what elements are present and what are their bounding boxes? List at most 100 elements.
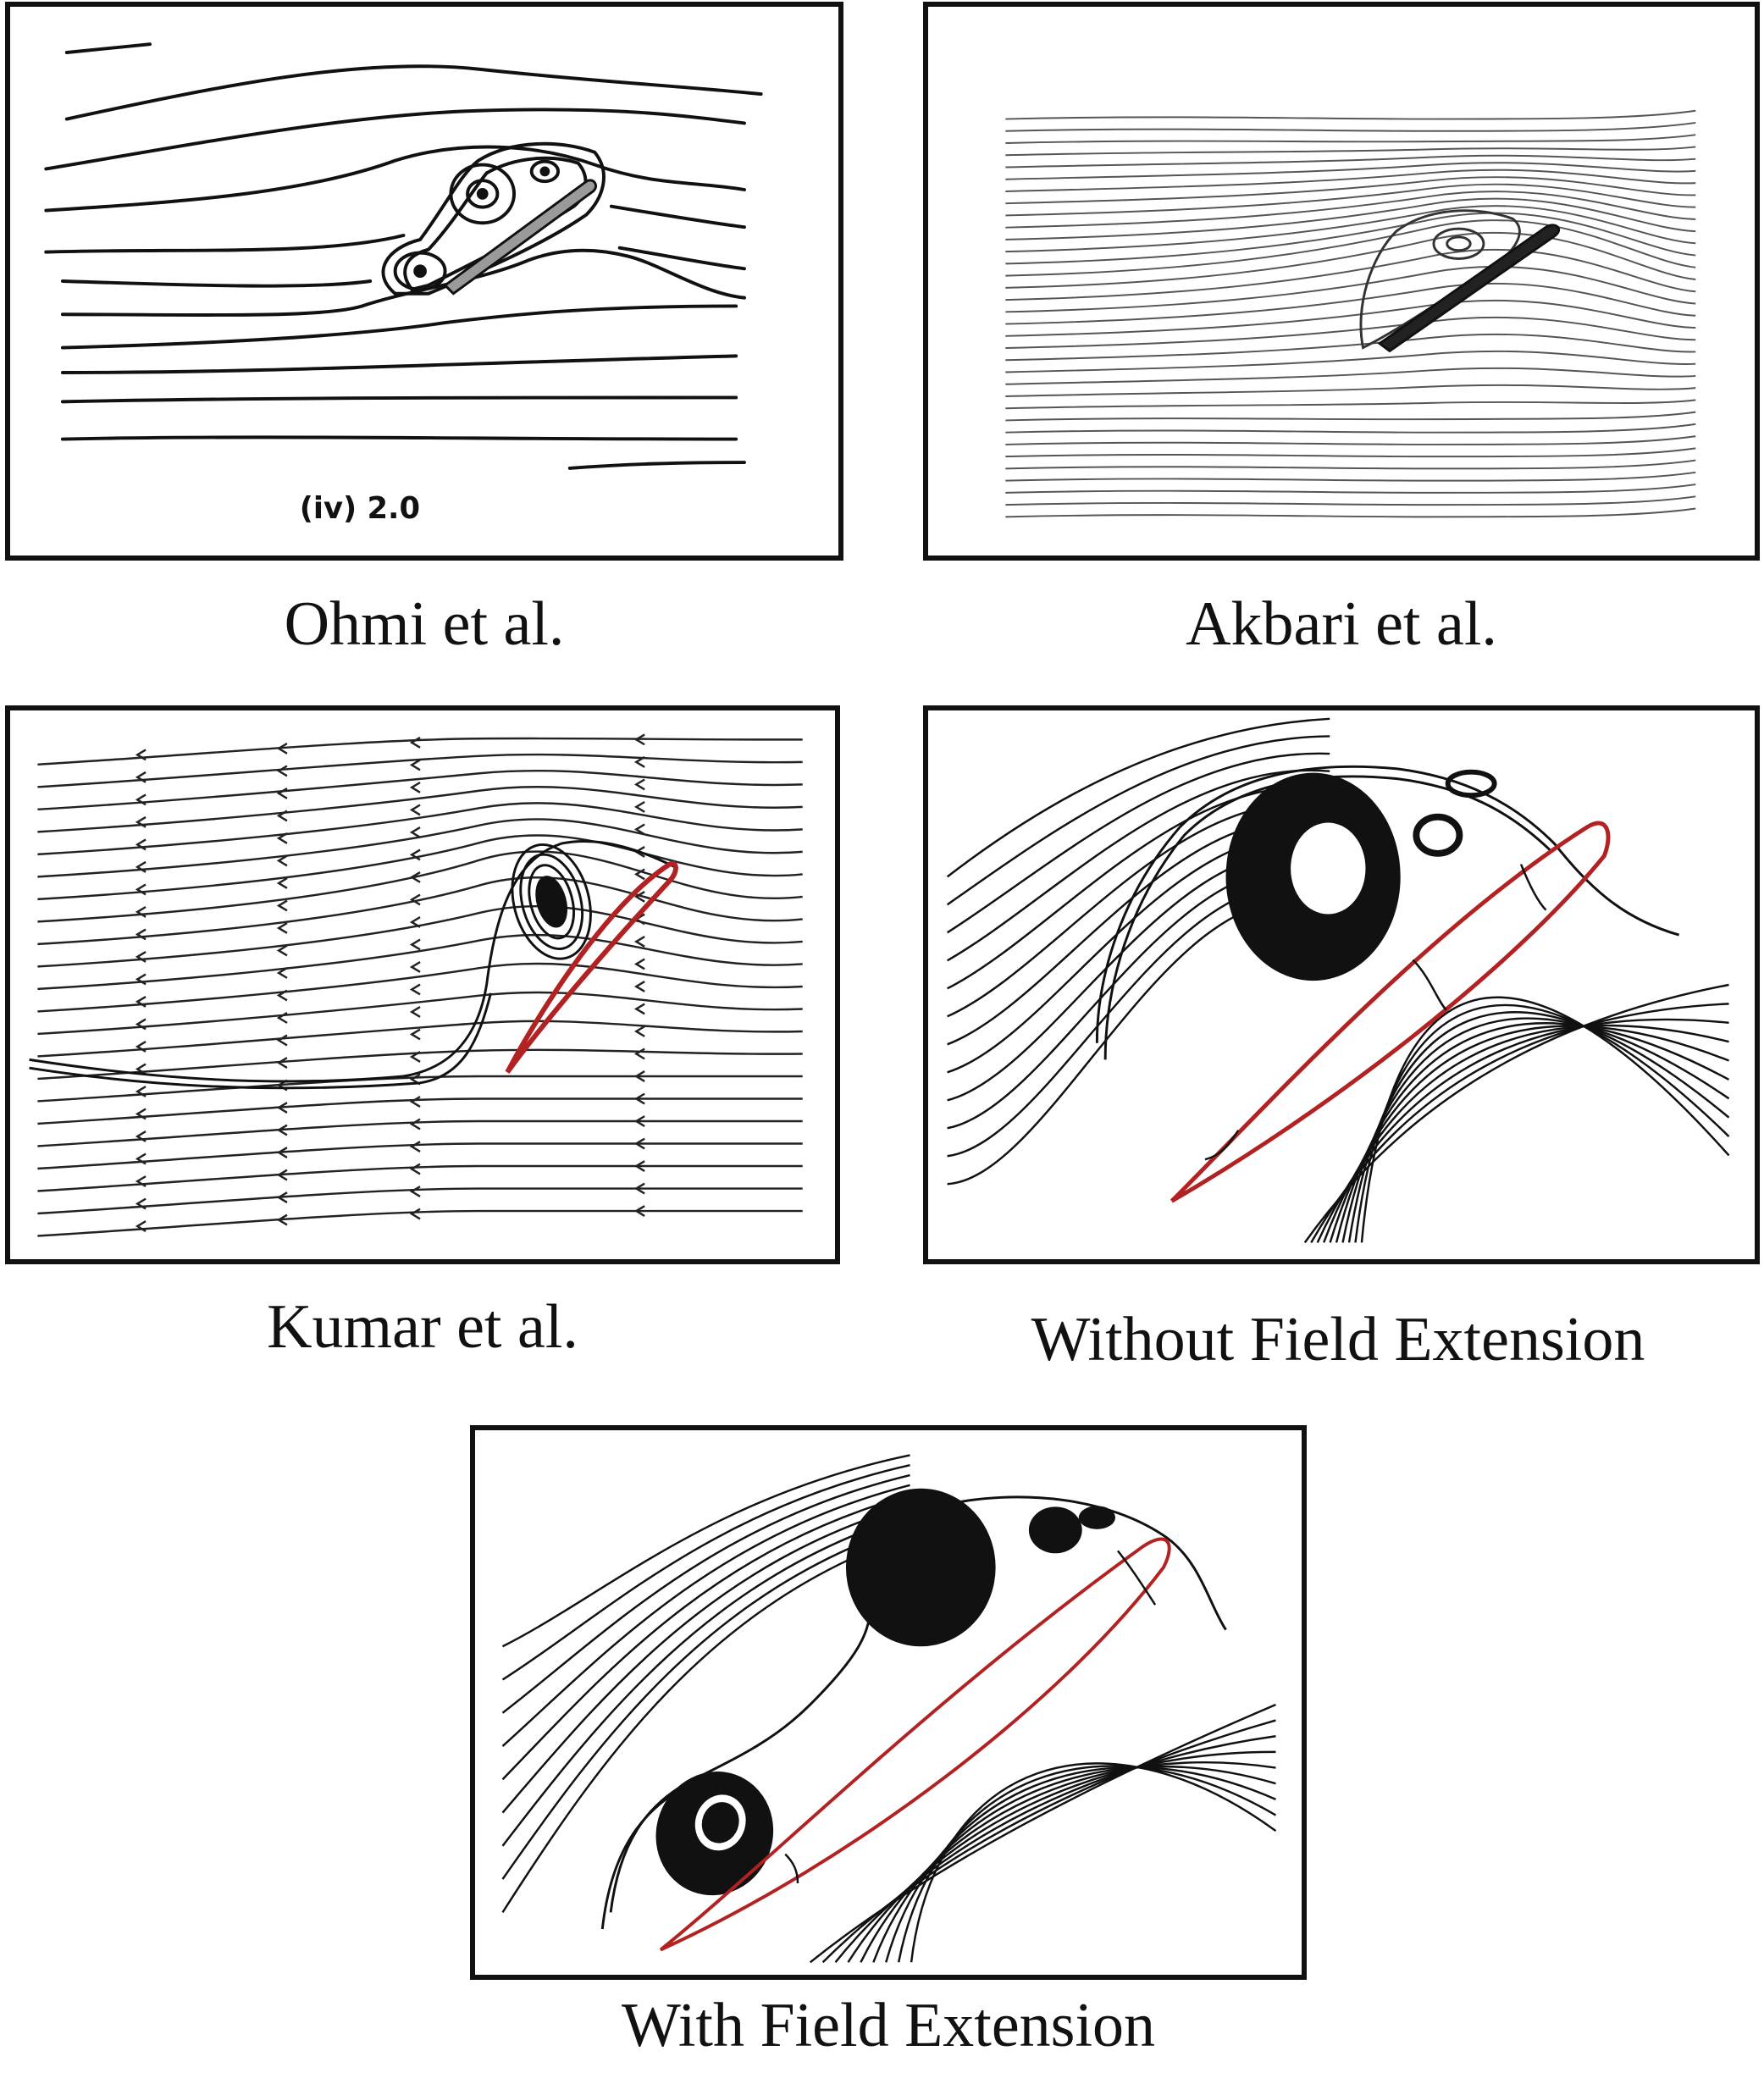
akbari-streamline (1005, 447, 1696, 458)
kumar-arrow (633, 1160, 645, 1172)
kumar-arrow (633, 890, 645, 903)
without-streamline (1303, 983, 1729, 1244)
kumar-streamline (37, 753, 803, 788)
kumar-arrow (276, 989, 288, 1002)
kumar-arrow (633, 778, 645, 791)
kumar-arrow (135, 973, 147, 986)
akbari-streamline (1005, 411, 1696, 422)
without-streamline (946, 752, 1330, 934)
kumar-arrow (276, 967, 288, 979)
akbari-streamline (1005, 299, 1696, 337)
akbari-streamline (1005, 367, 1696, 385)
kumar-arrow (135, 793, 147, 806)
kumar-arrow (409, 759, 421, 771)
kumar-arrow (135, 1175, 147, 1187)
kumar-arrow (135, 928, 147, 941)
kumar-arrow (276, 1147, 288, 1158)
kumar-arrow (135, 1220, 147, 1232)
kumar-arrow (276, 1057, 288, 1069)
kumar-arrow (276, 922, 288, 934)
kumar-arrow (633, 1048, 645, 1060)
kumar-arrow (135, 860, 147, 873)
kumar-arrow (633, 958, 645, 970)
with-streamline (501, 1534, 910, 1914)
kumar-arrow (409, 826, 421, 838)
kumar-arrow (276, 1102, 288, 1114)
akbari-streamline (1005, 154, 1696, 169)
akbari-streamline (1005, 212, 1696, 265)
akbari-streamline (1005, 495, 1696, 506)
kumar-arrow (135, 838, 147, 851)
kumar-streamline (37, 1119, 803, 1147)
without-streamline (1335, 1022, 1730, 1243)
kumar-arrow (135, 1041, 147, 1053)
kumar-arrow (409, 961, 421, 973)
caption-kumar: Kumar et al. (267, 1292, 578, 1362)
kumar-arrow (633, 733, 645, 746)
kumar-streamline (37, 876, 803, 946)
kumar-arrow (135, 883, 147, 896)
kumar-streamline (37, 1209, 803, 1237)
akbari-streamline (1005, 484, 1696, 494)
kumar-arrow (276, 876, 288, 889)
kumar-streamline-diagram (29, 733, 803, 1237)
panel-kumar (5, 705, 840, 1264)
kumar-arrow (276, 854, 288, 867)
without-streamline (1329, 1025, 1729, 1243)
kumar-arrow (135, 771, 147, 783)
kumar-arrow (276, 1213, 288, 1226)
kumar-arrow (135, 905, 147, 918)
kumar-streamline (37, 991, 803, 1036)
kumar-arrow (135, 1197, 147, 1210)
kumar-arrow (276, 765, 288, 777)
kumar-arrow (276, 944, 288, 957)
panel-with-field-extension (470, 1425, 1307, 1980)
kumar-streamline (37, 786, 803, 833)
kumar-arrow (276, 899, 288, 912)
kumar-streamline (37, 962, 803, 1013)
akbari-streamline (1005, 384, 1696, 397)
kumar-arrow (276, 832, 288, 844)
kumar-arrow (633, 1070, 645, 1082)
kumar-arrow (409, 781, 421, 793)
caption-akbari: Akbari et al. (1186, 589, 1497, 659)
kumar-arrow (276, 1124, 288, 1136)
with-streamline (501, 1504, 910, 1814)
kumar-streamline (37, 850, 803, 923)
kumar-arrow (633, 823, 645, 836)
kumar-arrow (409, 804, 421, 816)
kumar-arrow (409, 1141, 421, 1153)
with-streamline (897, 1765, 1277, 1963)
without-streamline (947, 769, 1330, 962)
with-streamline (860, 1761, 1276, 1963)
akbari-streamline (1005, 350, 1696, 373)
akbari-streamline (1005, 459, 1696, 470)
kumar-arrow (409, 938, 421, 951)
kumar-arrow (276, 1191, 288, 1204)
kumar-arrow (633, 1003, 645, 1015)
akbari-streamline (1005, 197, 1696, 240)
with-streamline (501, 1473, 910, 1714)
with-streamline (885, 1766, 1276, 1963)
kumar-arrow (135, 995, 147, 1008)
with-streamline (910, 1762, 1277, 1963)
kumar-arrow (409, 736, 421, 749)
panel-without-field-extension (923, 705, 1760, 1264)
kumar-arrow (135, 1130, 147, 1142)
kumar-streamline (37, 1097, 803, 1125)
kumar-arrow (135, 1063, 147, 1075)
kumar-streamline (37, 1048, 803, 1081)
kumar-arrow (135, 950, 147, 963)
kumar-arrow (135, 1108, 147, 1120)
akbari-streamline (1005, 169, 1696, 192)
kumar-streamline (37, 1075, 803, 1103)
ohmi-streamline-diagram: (iv) 2.0 (44, 42, 763, 526)
kumar-arrow (409, 1186, 421, 1197)
akbari-streamline (1005, 232, 1696, 289)
akbari-streamline (1005, 109, 1696, 120)
akbari-streamline (1005, 183, 1696, 217)
with-streamline (834, 1735, 1276, 1964)
kumar-streamline (37, 737, 803, 766)
kumar-arrow (409, 1096, 421, 1108)
akbari-streamline (1005, 282, 1696, 325)
